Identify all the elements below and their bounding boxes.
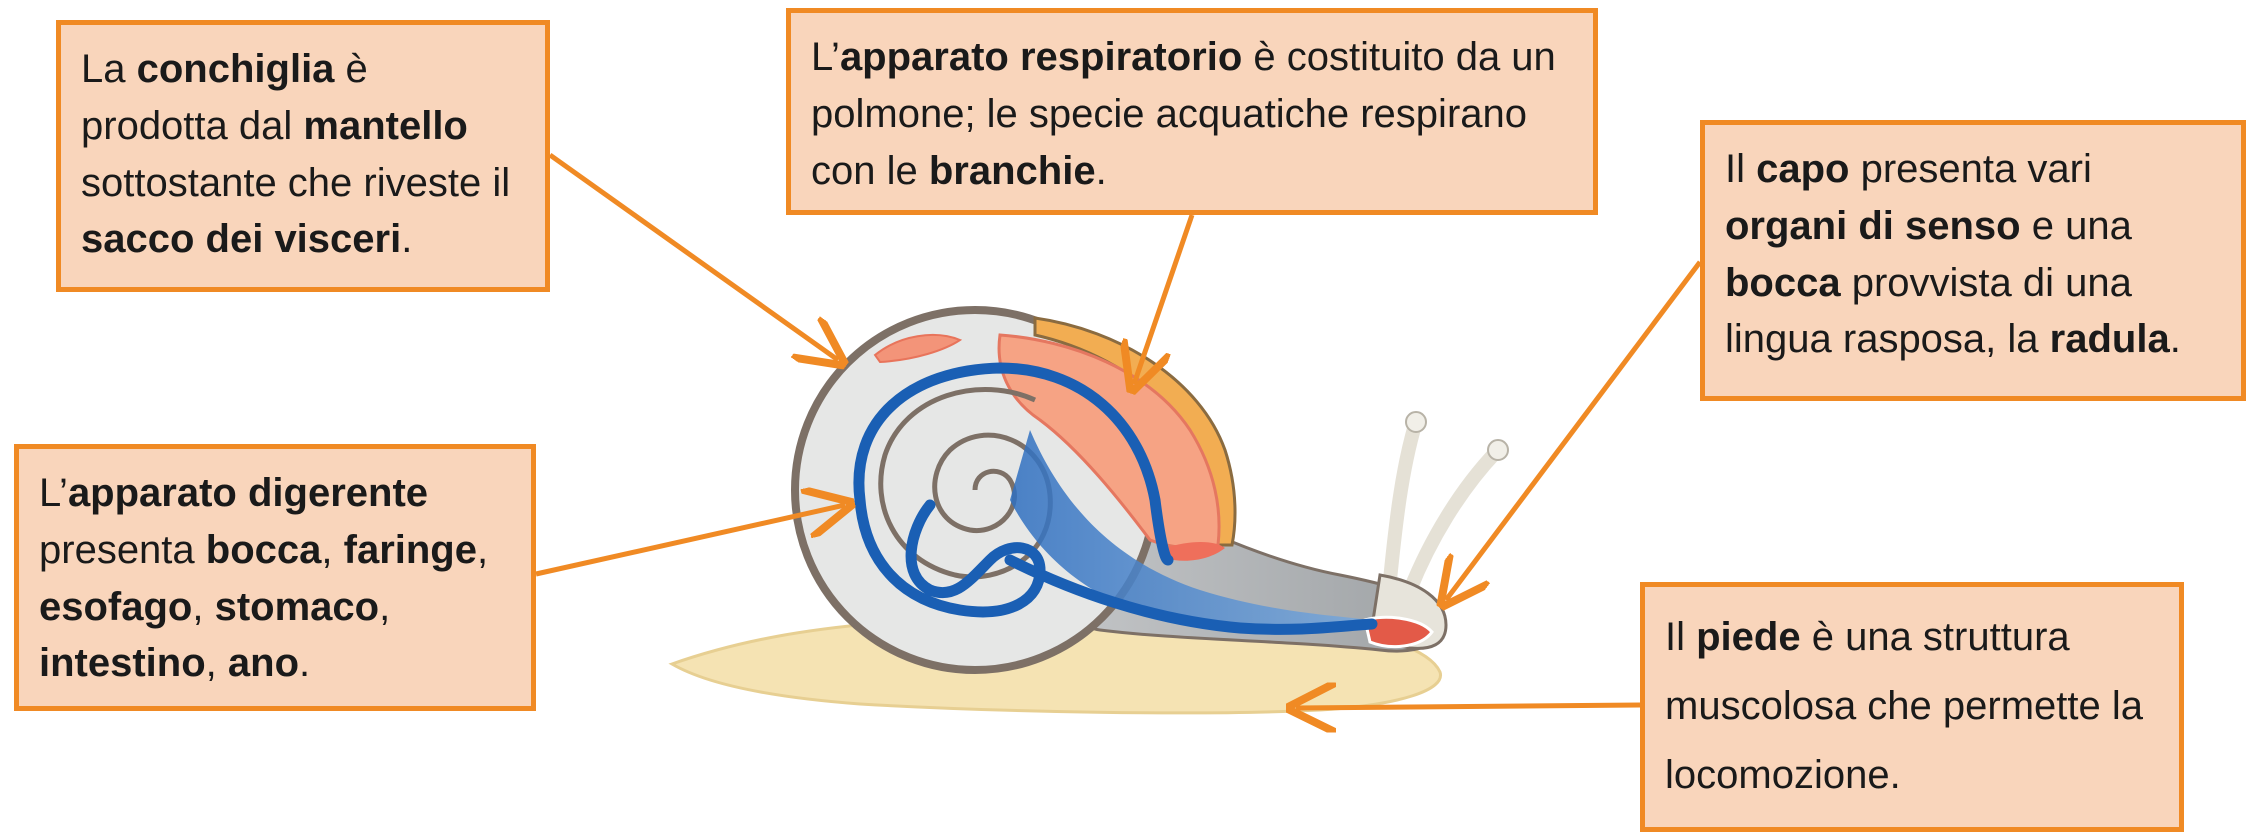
callout-respiratory: L’apparato respiratorio è costituito da … xyxy=(786,8,1598,215)
arrow-foot xyxy=(1296,705,1640,708)
eye-right xyxy=(1488,440,1508,460)
term-mantello: mantello xyxy=(303,104,467,148)
term-intestino: intestino xyxy=(39,641,206,685)
arrow-respiratory xyxy=(1134,215,1192,384)
callout-digestive: L’apparato digerente presenta bocca, far… xyxy=(14,444,536,711)
term-ano: ano xyxy=(228,641,299,685)
term-organi-senso: organi di senso xyxy=(1725,204,2021,248)
callout-foot: Il piede è una struttura muscolosa che p… xyxy=(1640,582,2184,832)
term-sacco-visceri: sacco dei visceri xyxy=(81,217,401,261)
tentacle-long xyxy=(1390,425,1415,580)
arrow-head xyxy=(1446,262,1700,600)
term-piede: piede xyxy=(1696,615,1800,659)
term-apparato-respiratorio: apparato respiratorio xyxy=(840,35,1242,79)
tentacle-short xyxy=(1410,452,1496,590)
term-apparato-digerente: apparato digerente xyxy=(68,471,428,515)
term-esofago: esofago xyxy=(39,585,192,629)
term-capo: capo xyxy=(1756,147,1849,191)
callout-shell: La conchiglia è prodotta dal mantello so… xyxy=(56,20,550,292)
term-stomaco: stomaco xyxy=(215,585,380,629)
callout-head: Il capo presenta vari organi di senso e … xyxy=(1700,120,2246,401)
term-faringe: faringe xyxy=(344,528,477,572)
term-branchie: branchie xyxy=(929,149,1096,193)
eye-left xyxy=(1406,412,1426,432)
term-bocca-digerente: bocca xyxy=(206,528,322,572)
term-radula: radula xyxy=(2050,317,2170,361)
term-conchiglia: conchiglia xyxy=(137,47,335,91)
term-bocca: bocca xyxy=(1725,261,1841,305)
